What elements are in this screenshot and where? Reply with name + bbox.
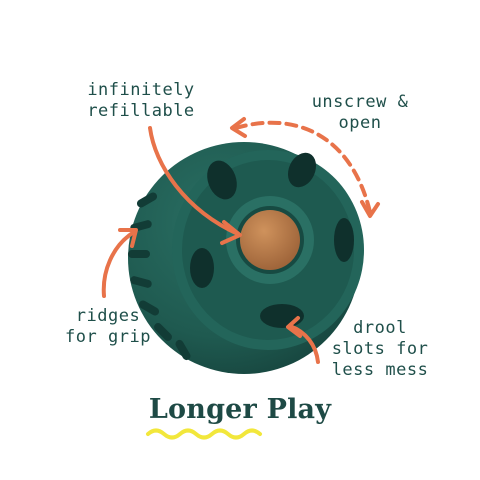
callout-unscrew-line1: unscrew & — [311, 92, 409, 112]
drool-slots — [190, 152, 354, 328]
callout-drool-line3: less mess — [331, 360, 429, 380]
callout-drool-line2: slots for — [331, 339, 429, 359]
grip-ridges — [128, 192, 191, 361]
callout-ridges: ridges for grip — [62, 306, 154, 348]
callout-unscrew: unscrew & open — [300, 92, 420, 134]
arrow-ridges-icon — [101, 230, 136, 298]
callout-ridges-line1: ridges — [75, 306, 141, 326]
callout-ridges-line2: for grip — [65, 327, 151, 347]
callout-drool-line1: drool — [353, 318, 407, 338]
callout-unscrew-line2: open — [338, 113, 382, 133]
callout-refillable-line1: infinitely — [87, 80, 195, 100]
treat-icon — [240, 210, 300, 270]
arrow-drool-icon — [288, 324, 320, 364]
headline: Longer Play — [148, 394, 332, 425]
callout-drool: drool slots for less mess — [326, 318, 434, 381]
arrow-refill-icon — [148, 126, 240, 236]
callout-refillable-line2: refillable — [87, 101, 195, 121]
callout-arrows — [101, 117, 380, 364]
underline-squiggle-icon — [146, 428, 262, 440]
arrow-unscrew-icon — [234, 120, 372, 214]
treat-ball-toy — [128, 142, 364, 374]
callout-refillable: infinitely refillable — [86, 80, 196, 122]
